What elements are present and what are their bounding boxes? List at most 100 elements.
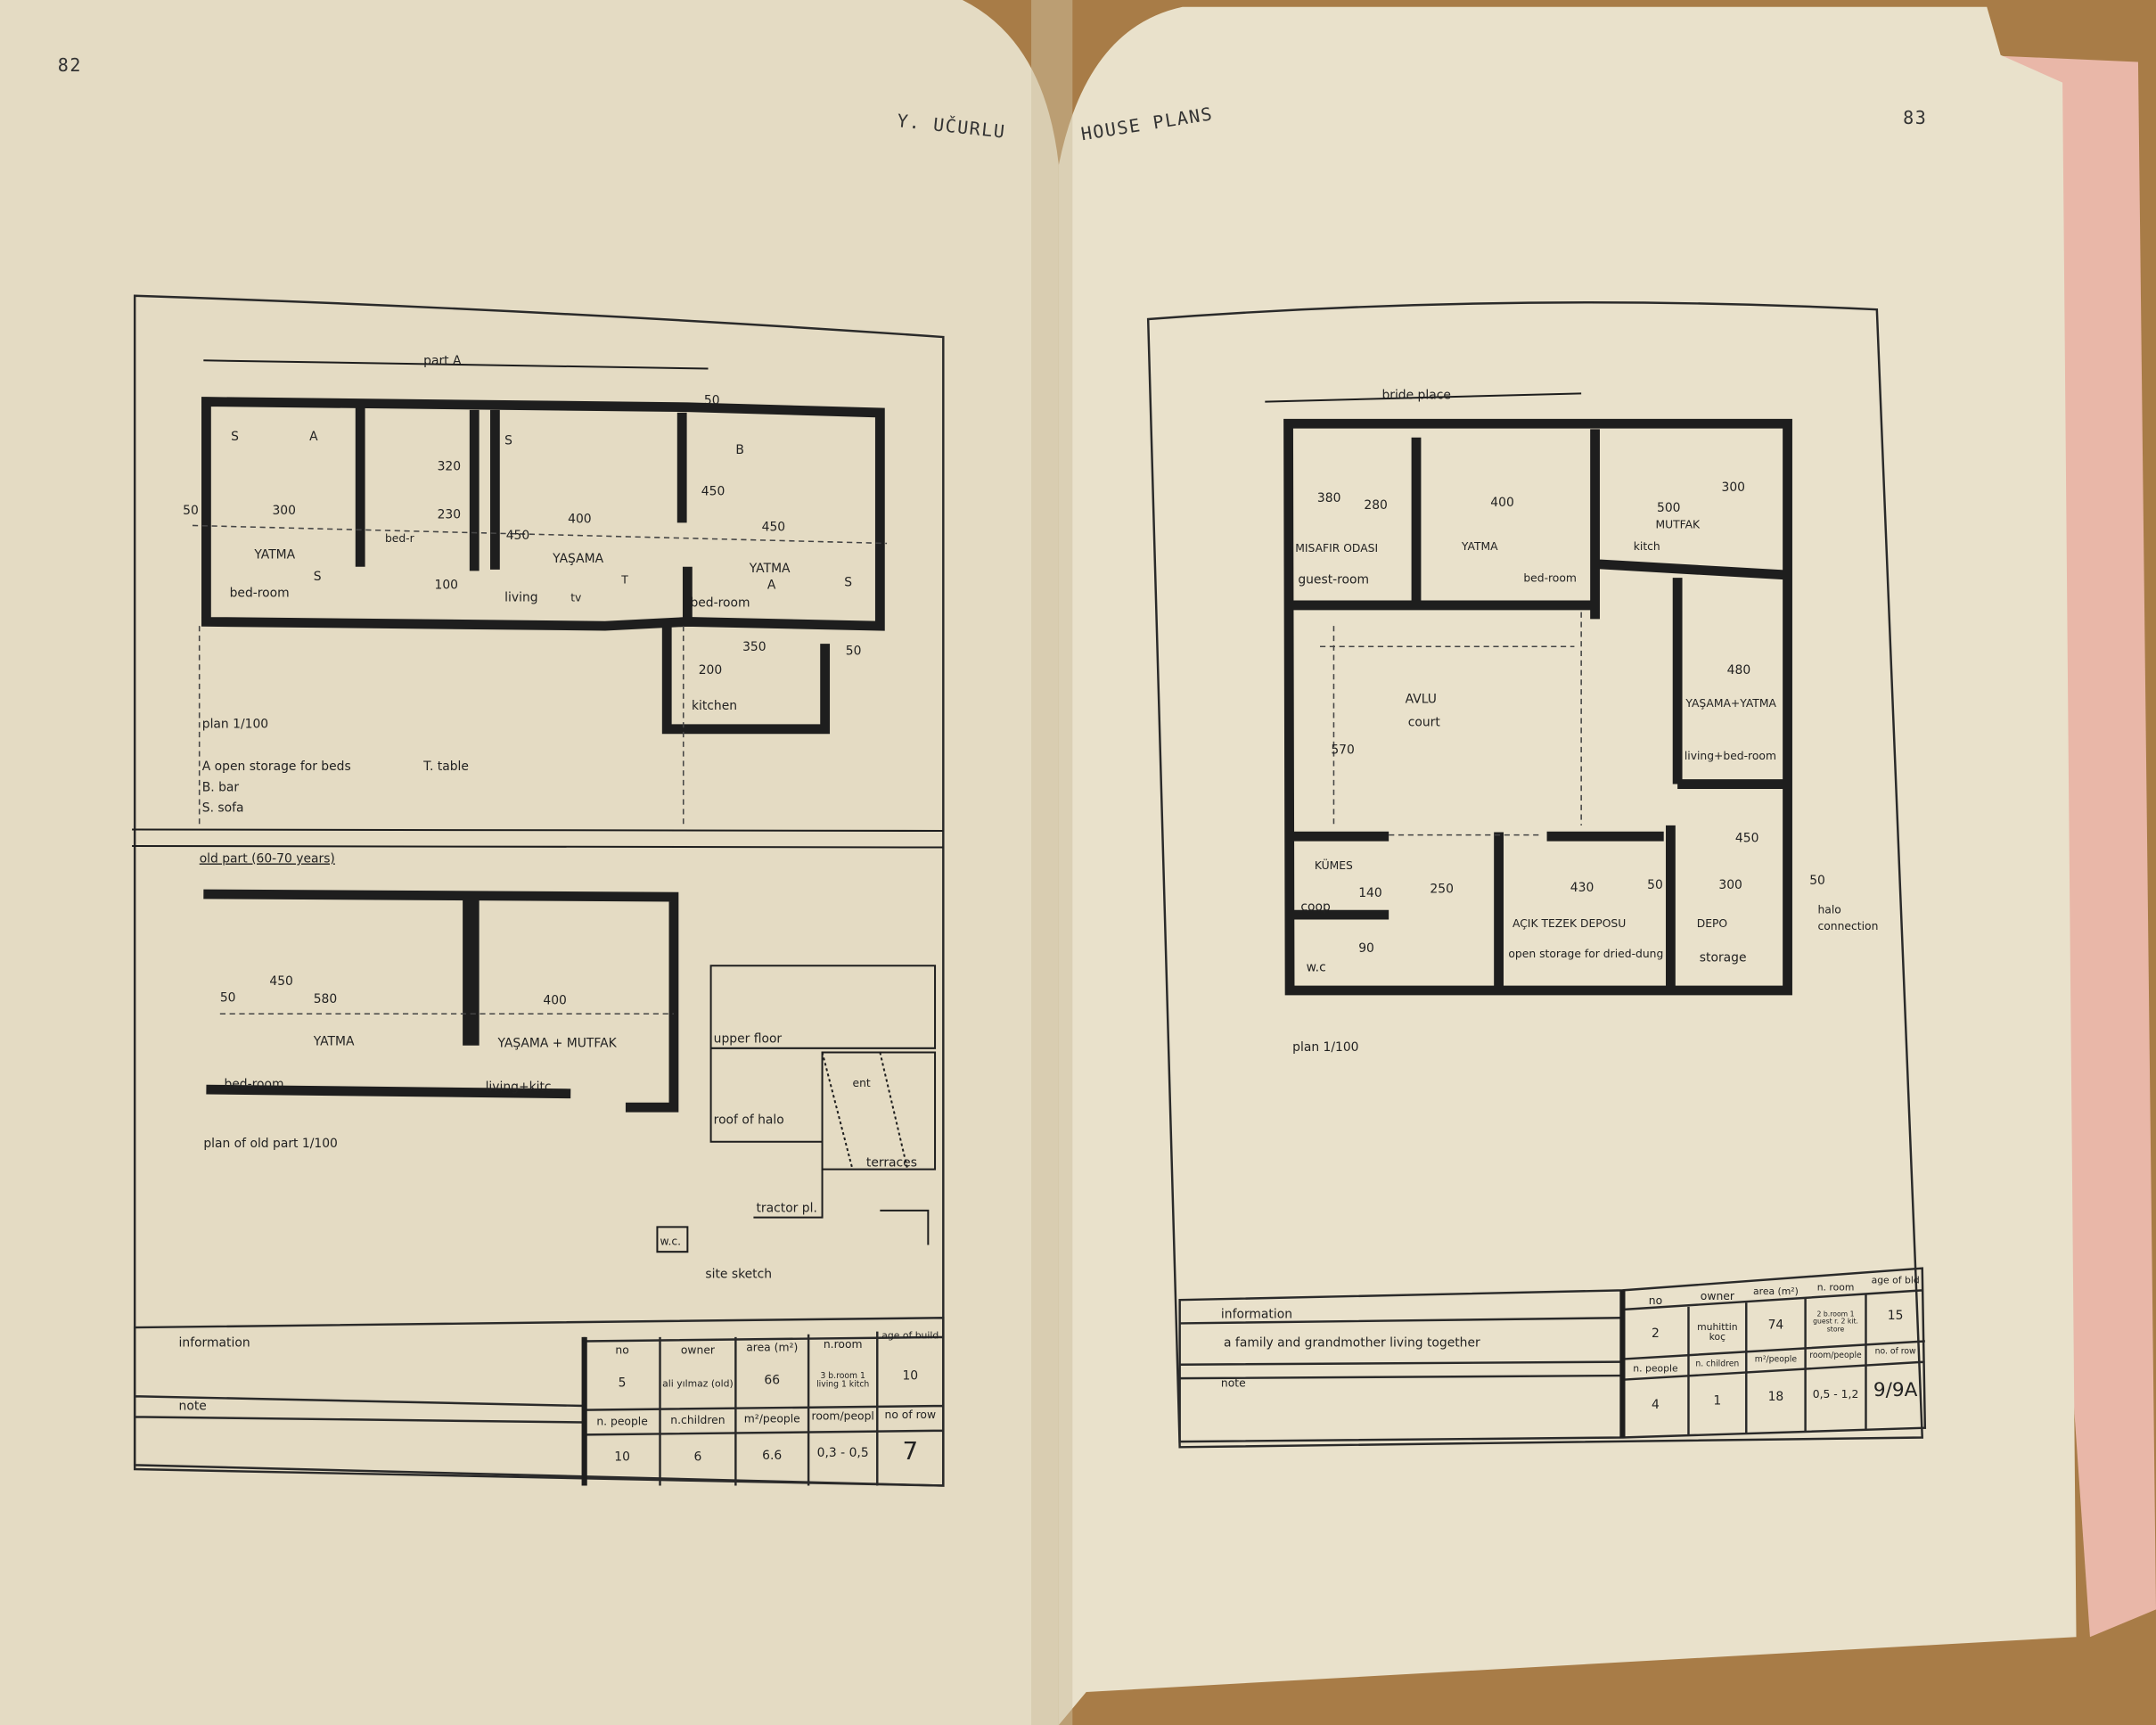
dimension-label: 100 <box>435 578 458 592</box>
table-cell: 0,5 - 1,2 <box>1812 1387 1859 1401</box>
left-page <box>0 0 1059 1725</box>
bride-place-label: bride place <box>1381 388 1450 402</box>
table-header: owner <box>1700 1290 1734 1302</box>
room-label: AVLU <box>1406 693 1437 707</box>
room-label: bed-room <box>1523 572 1577 585</box>
room-label: YAŞAMA <box>552 552 603 566</box>
room-label: KÜMES <box>1315 858 1353 872</box>
dimension-label: 450 <box>269 974 292 989</box>
site-label: ent <box>852 1077 870 1089</box>
room-label: living+kitc. <box>486 1080 555 1095</box>
table-cell: 4 <box>1652 1399 1660 1414</box>
information-text: a family and grandmother living together <box>1224 1336 1480 1351</box>
room-label: MUTFAK <box>1655 519 1701 531</box>
room-label: DEPO <box>1697 917 1728 930</box>
site-caption: site sketch <box>705 1268 772 1282</box>
dimension-label: 570 <box>1331 743 1354 758</box>
page-number: 82 <box>58 54 82 76</box>
room-label: YATMA <box>313 1035 355 1049</box>
room-label: AÇIK TEZEK DEPOSU <box>1512 917 1626 930</box>
dimension-label: 430 <box>1570 881 1594 895</box>
dimension-label: 140 <box>1358 886 1381 900</box>
table-header: no <box>1648 1294 1663 1307</box>
drawing-frame <box>1146 301 1924 1449</box>
room-label: YATMA <box>1461 540 1498 553</box>
dimension-label: 350 <box>742 640 766 654</box>
table-cell: 2 <box>1652 1327 1660 1342</box>
table-cell: 66 <box>764 1374 781 1388</box>
table-header: age of bld <box>1871 1275 1920 1287</box>
room-label: storage <box>1700 951 1747 965</box>
table-header: n.room <box>823 1338 863 1351</box>
room-label: T <box>620 573 628 586</box>
table-cell: 18 <box>1767 1391 1784 1405</box>
plan-old-part: old part (60-70 years) 450 580 50 YATMA … <box>200 851 679 1151</box>
part-a-label: part A <box>423 354 462 368</box>
page-number: 83 <box>1903 107 1927 128</box>
legend-item: T. table <box>422 760 469 774</box>
furniture-key: A <box>767 578 776 592</box>
dimension-label: 450 <box>701 485 725 499</box>
divider <box>132 828 944 833</box>
info-table: information a family and grandmother liv… <box>1178 1267 1927 1443</box>
room-label: kitch <box>1634 540 1660 553</box>
furniture-key: S <box>504 433 512 448</box>
table-cell: 74 <box>1767 1319 1784 1334</box>
table-header: n. people <box>1633 1362 1678 1375</box>
dimension-label: 200 <box>699 663 722 678</box>
plan-caption: plan 1/100 <box>202 717 268 731</box>
dimension-label: 380 <box>1317 491 1340 505</box>
table-header: room/peopl <box>811 1410 874 1423</box>
dimension-label: 300 <box>1721 481 1744 495</box>
room-label: living+bed-room <box>1685 750 1776 762</box>
table-cell: 5 <box>618 1376 627 1391</box>
right-page <box>1058 6 2077 1725</box>
dimension-label: 250 <box>1430 882 1453 896</box>
furniture-key: S <box>231 430 239 444</box>
connection-label: halo <box>1817 904 1840 916</box>
table-header: no <box>615 1343 629 1357</box>
dimension-label: 450 <box>762 521 785 535</box>
drawing-frame <box>133 294 945 1487</box>
dimension-label: 50 <box>1647 878 1663 892</box>
table-cell: muhittin koç <box>1697 1321 1738 1343</box>
dimension-label: 50 <box>220 990 236 1005</box>
room-label: YATMA <box>749 562 791 576</box>
table-header: n. room <box>1816 1282 1855 1294</box>
dimension-label: 400 <box>1490 496 1513 510</box>
legend-item: B. bar <box>202 780 240 794</box>
room-label: bed-room <box>690 596 750 610</box>
room-label: YATMA <box>253 547 295 562</box>
site-sketch: upper floor roof of halo ent terraces tr… <box>656 965 937 1282</box>
room-label: MISAFIR ODASI <box>1295 542 1378 554</box>
table-header: area (m²) <box>746 1341 799 1354</box>
dimension-label: 300 <box>1718 878 1742 892</box>
plan-caption: plan of old part 1/100 <box>203 1137 338 1151</box>
dimension-label: 400 <box>568 512 591 526</box>
site-label: tractor pl. <box>757 1201 817 1215</box>
room-label: YAŞAMA+YATMA <box>1685 697 1776 710</box>
note-label: note <box>179 1400 207 1414</box>
room-label: tv <box>570 591 581 604</box>
table-cell: 9/9A <box>1873 1379 1918 1401</box>
plan-caption: plan 1/100 <box>1292 1040 1358 1055</box>
table-cell: 3 b.room 1 living 1 kitch <box>816 1370 870 1390</box>
table-header: owner <box>680 1343 716 1357</box>
table-cell: 7 <box>902 1436 919 1466</box>
dimension-label: 50 <box>846 644 862 658</box>
dimension-label: 400 <box>543 993 566 1007</box>
table-cell: 6 <box>693 1451 702 1466</box>
table-cell: 2 b.room 1 guest r. 2 kit. store <box>1813 1310 1858 1335</box>
table-header: n. people <box>596 1416 648 1429</box>
room-label: kitchen <box>692 699 737 713</box>
legend-item: S. sofa <box>202 801 244 815</box>
room-label: w.c <box>1307 960 1326 974</box>
room-label: coop <box>1300 900 1331 915</box>
dimension-label: 90 <box>1358 941 1374 956</box>
information-label: information <box>179 1336 250 1351</box>
room-label: bed-room <box>224 1078 283 1092</box>
table-header: m²/people <box>743 1413 800 1426</box>
table-header: no. of row <box>1874 1347 1916 1357</box>
info-table: information note no owner area (m²) n.ro… <box>133 1317 945 1487</box>
